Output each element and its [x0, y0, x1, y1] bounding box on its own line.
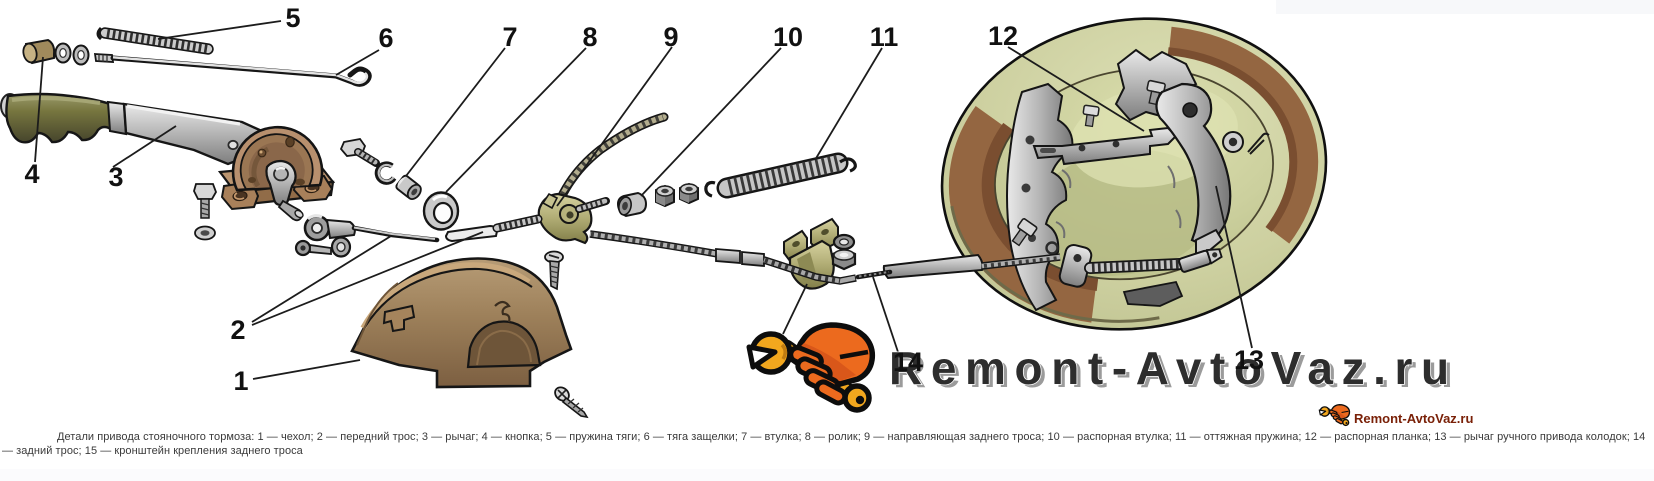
svg-text:8: 8 [582, 22, 597, 52]
svg-text:5: 5 [285, 3, 300, 33]
svg-text:12: 12 [988, 21, 1018, 51]
svg-text:7: 7 [502, 22, 517, 52]
svg-text:3: 3 [108, 162, 123, 192]
svg-text:14: 14 [893, 347, 923, 377]
svg-text:13: 13 [1234, 345, 1264, 375]
svg-text:6: 6 [378, 23, 393, 53]
svg-text:9: 9 [663, 22, 678, 52]
svg-text:1: 1 [233, 366, 248, 396]
svg-text:10: 10 [773, 22, 803, 52]
svg-text:Remont-AvtoVaz.ru: Remont-AvtoVaz.ru [889, 342, 1458, 394]
svg-text:4: 4 [24, 159, 39, 189]
svg-text:11: 11 [870, 22, 899, 52]
svg-text:Remont-AvtoVaz.ru: Remont-AvtoVaz.ru [893, 345, 1462, 397]
svg-text:2: 2 [230, 315, 245, 345]
svg-text:Remont-AvtoVaz.ru: Remont-AvtoVaz.ru [1354, 411, 1473, 426]
